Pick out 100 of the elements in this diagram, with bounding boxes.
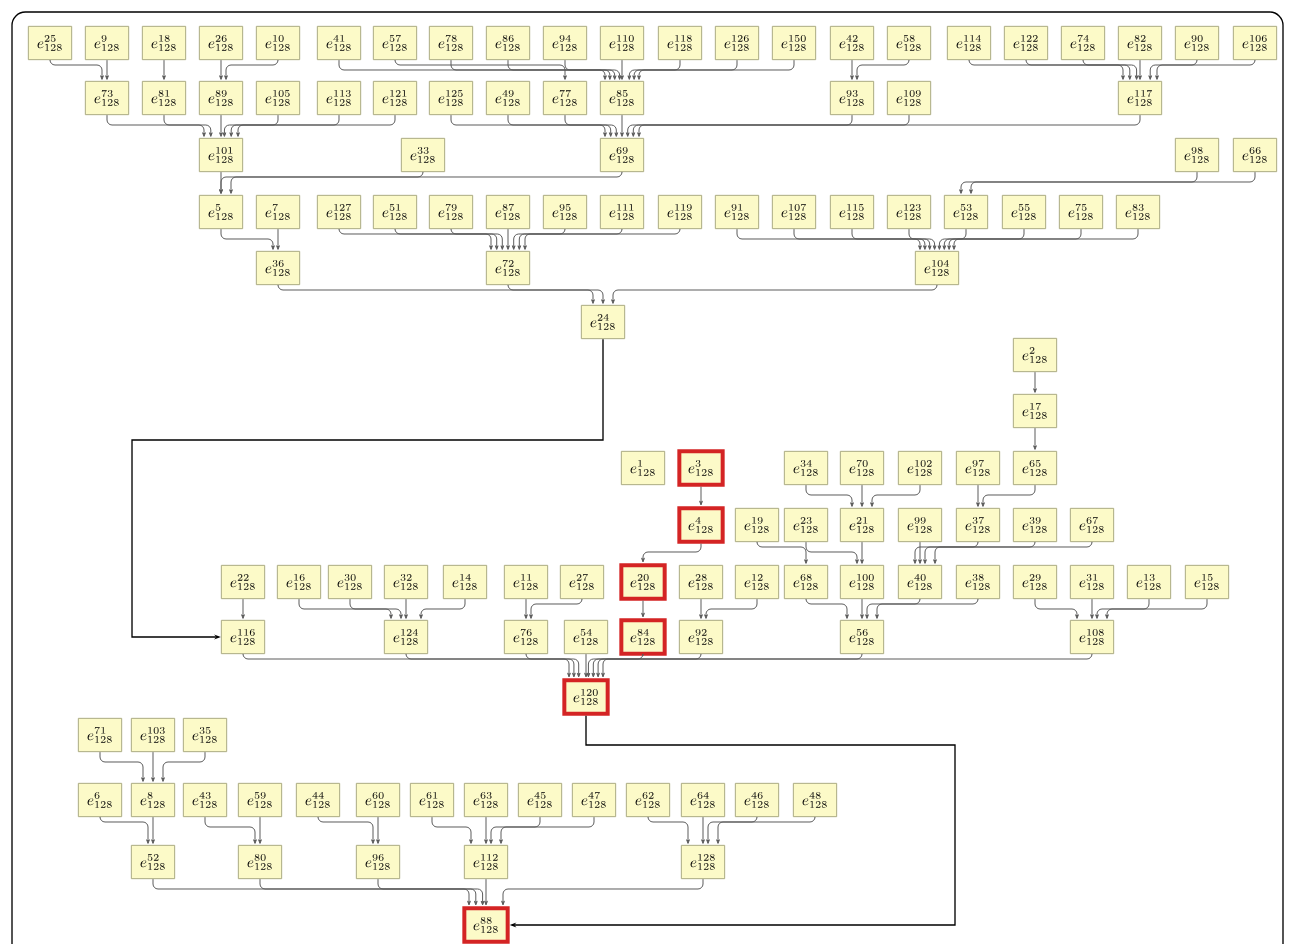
node-box: $e^{35}_{128}$ [182,717,228,753]
node-box: $e^{49}_{128}$ [485,80,531,116]
arrow [564,114,619,137]
node-box: $e^{109}_{128}$ [886,80,932,116]
arrow [241,598,245,619]
arrow [338,59,607,80]
node-box: $e^{122}_{128}$ [1003,25,1049,61]
node-box: $e^{27}_{128}$ [559,564,605,600]
arrow [937,228,967,250]
arrow [317,816,375,844]
node-box: $e^{60}_{128}$ [355,782,401,818]
arrow [564,59,622,80]
node-box: $e^{83}_{128}$ [1115,194,1161,230]
arrow [913,541,979,564]
arrow [450,114,607,137]
node-box: $e^{85}_{128}$ [599,80,645,116]
node-box: $e^{52}_{128}$ [130,844,176,880]
arrow [222,114,279,137]
node-box: $e^{59}_{128}$ [237,782,283,818]
arrow [229,114,340,137]
node-box: $e^{150}_{128}$ [771,25,817,61]
node-box: $e^{44}_{128}$ [295,782,341,818]
node-box: $e^{33}_{128}$ [400,137,446,173]
arrow [49,59,104,80]
node-box: $e^{115}_{128}$ [829,194,875,230]
highlighted-box: $e^{88}_{128}$ [462,906,510,944]
arrow [224,59,279,80]
arrow [219,114,223,137]
arrow [805,484,854,507]
arrow [431,816,473,844]
arrow [704,598,758,619]
node-box: $e^{116}_{128}$ [220,619,266,655]
arrow [489,816,541,844]
arrow [959,171,1198,194]
arrow [611,284,938,304]
arrow [805,598,849,619]
highlighted-box: $e^{4}_{128}$ [677,506,725,544]
arrow [647,816,690,844]
arrow [151,751,155,782]
arrow [620,59,624,80]
node-box: $e^{9}_{128}$ [84,25,130,61]
node-box: $e^{13}_{128}$ [1126,564,1172,600]
arrow [591,653,702,678]
node-box: $e^{61}_{128}$ [409,782,455,818]
node-box: $e^{34}_{128}$ [783,450,829,486]
arrow [204,816,257,844]
arrow [1155,59,1256,80]
arrow [242,653,571,678]
node-box: $e^{128}_{128}$ [680,844,726,880]
arrow [701,816,705,844]
node-box: $e^{112}_{128}$ [463,844,509,880]
arrow [529,598,583,619]
arrow [161,751,206,782]
node-box: $e^{124}_{128}$ [383,619,429,655]
node-box: $e^{119}_{128}$ [657,194,703,230]
node-box: $e^{70}_{128}$ [839,450,885,486]
arrow [860,541,864,564]
node-box: $e^{73}_{128}$ [84,80,130,116]
arrow [376,816,380,844]
arrow [525,653,581,678]
node-box: $e^{23}_{128}$ [783,507,829,543]
arrow [524,598,528,619]
node-box: $e^{113}_{128}$ [316,80,362,116]
arrow [969,171,1256,194]
node-box: $e^{127}_{128}$ [316,194,362,230]
arrow [105,59,109,80]
arrow [716,816,816,844]
arrow [377,878,485,906]
node-box: $e^{65}_{128}$ [1012,450,1058,486]
arrow [450,59,612,80]
node-box: $e^{81}_{128}$ [141,80,187,116]
arrow [875,598,979,619]
arrow [152,878,471,906]
arrow [1095,598,1150,619]
arrow [860,484,864,507]
node-box: $e^{98}_{128}$ [1174,137,1220,173]
node-box: $e^{126}_{128}$ [714,25,760,61]
node-box: $e^{64}_{128}$ [680,782,726,818]
node-box: $e^{78}_{128}$ [428,25,474,61]
arrow [517,228,623,250]
node-box: $e^{105}_{128}$ [255,80,301,116]
arrow [736,228,922,250]
arrow [484,878,488,906]
arrow [601,653,1093,678]
node-box: $e^{7}_{128}$ [255,194,301,230]
arrow [586,653,644,678]
node-box: $e^{22}_{128}$ [220,564,266,600]
arrow [584,653,588,678]
node-box: $e^{94}_{128}$ [542,25,588,61]
node-box: $e^{93}_{128}$ [829,80,875,116]
node-box: $e^{29}_{128}$ [1012,564,1058,600]
arrow [855,59,910,80]
node-box: $e^{43}_{128}$ [182,782,228,818]
arrow [942,228,1025,250]
node-box: $e^{39}_{128}$ [1012,507,1058,543]
node-box: $e^{12}_{128}$ [734,564,780,600]
arrow [219,171,424,194]
arrow [276,228,280,250]
arrow [511,228,566,250]
arrow [1148,59,1198,80]
